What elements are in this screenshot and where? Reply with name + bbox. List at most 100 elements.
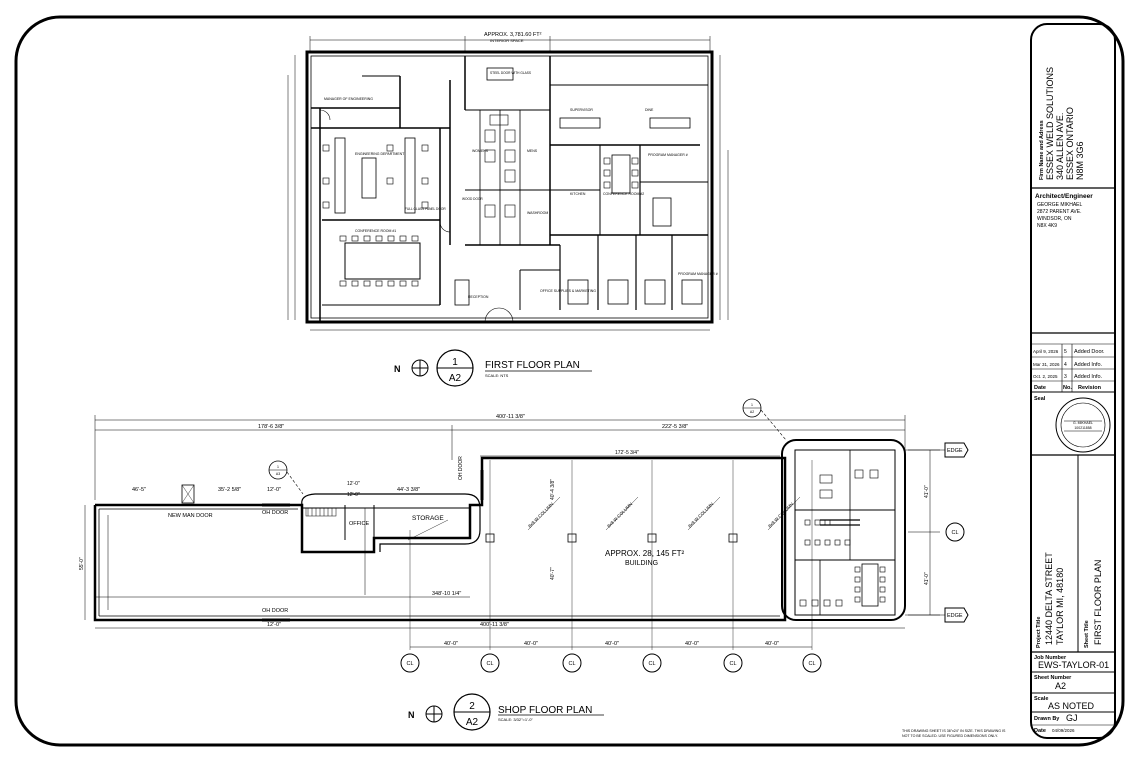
room-supervisor: SUPERVISOR	[570, 108, 593, 112]
tb-rev-no-1: 5	[1064, 349, 1067, 355]
label-cl-3: CL	[568, 661, 575, 667]
label-man-door: NEW MAN DOOR	[168, 513, 213, 519]
door-steel-glass: STEEL DOOR WITH GLASS	[490, 71, 531, 75]
first-floor-area-2: INTERIOR SPACE	[490, 38, 524, 43]
label-oh-door-top: OH DOOR	[262, 510, 288, 516]
dim-35: 35'-2 5/8"	[218, 487, 241, 493]
tb-rev-h-date: Date	[1034, 385, 1046, 391]
first-floor-plan	[287, 36, 729, 331]
shop-bubble-num: 2	[469, 701, 475, 712]
label-edge-top: EDGE	[947, 448, 963, 454]
column-label-4: 8x8 W COLUMN	[767, 501, 794, 528]
tb-rev-text-2: Added Info.	[1074, 362, 1103, 368]
tb-rev-h-no: No.	[1063, 385, 1072, 391]
tb-arch-2: 2872 PARENT AVE.	[1037, 209, 1081, 215]
title-block	[1031, 187, 1115, 726]
shop-north: N	[408, 710, 415, 720]
tb-sheet-title: FIRST FLOOR PLAN	[1093, 560, 1103, 645]
dim-46: 46'-5"	[132, 487, 146, 493]
dim-40-4: 40'-4 3/8"	[550, 479, 556, 500]
tb-arch-4: N8X 4K9	[1037, 223, 1057, 229]
tb-rev-date-1: April 9, 2026	[1033, 349, 1059, 354]
tb-seal-text-1: G. MIKHAEL	[1073, 421, 1093, 425]
label-cl-4: CL	[648, 661, 655, 667]
tb-arch-1: GEORGE MIKHAEL	[1037, 202, 1083, 208]
tb-firm-label: Firm Name and Adress	[1039, 120, 1045, 180]
dim-bay-5: 40'-0"	[765, 641, 779, 647]
column-label-1: 8x8 W COLUMN	[527, 501, 554, 528]
dim-right-v1: 41'-0"	[924, 485, 930, 498]
dim-bay-1: 40'-0"	[444, 641, 458, 647]
label-office: OFFICE	[349, 521, 369, 527]
label-cl-6: CL	[808, 661, 815, 667]
room-conf-1: CONFERENCE ROOM #1	[355, 229, 396, 233]
first-floor-north: N	[394, 364, 401, 374]
tb-rev-text-3: Added Info.	[1074, 374, 1103, 380]
shop-bubble-sheet: A2	[466, 717, 479, 728]
shop-floor-bubble	[425, 693, 604, 731]
room-pm-1: PROGRAM MANAGER #	[648, 153, 688, 157]
shop-title: SHOP FLOOR PLAN	[498, 705, 592, 716]
label-oh-door-v: OH DOOR	[458, 456, 464, 480]
tb-sheet-num: A2	[1055, 681, 1066, 691]
tb-rev-date-3: Oct. 2, 2025	[1033, 374, 1058, 379]
tb-scale-label: Scale	[1034, 696, 1048, 702]
dim-bay-3: 40'-0"	[605, 641, 619, 647]
tb-drawn-value: GJ	[1066, 713, 1078, 723]
label-cl-1: CL	[406, 661, 413, 667]
ref-bubble-b-sheet: A3	[276, 472, 280, 476]
engineer-seal	[1055, 397, 1111, 453]
ref-bubble-a: 1	[751, 403, 753, 407]
label-storage: STORAGE	[412, 515, 444, 522]
label-area-1: APPROX. 28, 145 FT²	[605, 549, 684, 558]
tb-drawn-label: Drawn By	[1034, 716, 1060, 722]
dim-right-top: 222'-5 3/8"	[662, 424, 688, 430]
tb-firm-4: N8M 3G6	[1075, 141, 1085, 180]
dim-12d: 12'-0"	[347, 492, 360, 498]
label-cl-2: CL	[486, 661, 493, 667]
room-kitchen: KITCHEN	[570, 192, 586, 196]
first-floor-area-1: APPROX. 3,781.60 FT²	[484, 32, 542, 38]
dim-left-top: 178'-6 3/8"	[258, 424, 284, 430]
tb-project-1: 12440 DELTA STREET	[1044, 552, 1054, 645]
tb-rev-text-1: Added Door.	[1074, 349, 1105, 355]
tb-sheet-num-label: Sheet Number	[1034, 675, 1072, 681]
room-dine: DINE	[645, 108, 654, 112]
first-floor-title: FIRST FLOOR PLAN	[485, 360, 580, 371]
dim-overall-top: 400'-11 3/8"	[496, 414, 525, 420]
first-floor-bubble	[411, 349, 592, 387]
sheet-note-1: THIS DRAWING SHEET IS 36"x24" IN SIZE. T…	[902, 729, 1006, 733]
dim-40-7: 40'-7"	[550, 567, 556, 580]
dim-44: 44'-3 3/8"	[397, 487, 420, 493]
tb-job-number: EWS-TAYLOR-01	[1038, 660, 1109, 670]
dim-bay-2: 40'-0"	[524, 641, 538, 647]
tb-project-label: Project Title	[1036, 617, 1042, 648]
room-womens: WOMENS	[472, 149, 489, 153]
room-eng-dept: ENGINEERING DEPARTMENT	[355, 152, 405, 156]
label-edge-bottom: EDGE	[947, 613, 963, 619]
tb-job-label: Job Number	[1034, 655, 1067, 661]
column-label-3: 8x8 W COLUMN	[687, 501, 714, 528]
tb-seal-text-2: 100211858	[1074, 426, 1091, 430]
shop-scale: SCALE: 3/32"=1'-0"	[498, 717, 533, 722]
room-washroom: WASHROOM	[527, 211, 548, 215]
door-wood: WOOD DOOR	[462, 197, 483, 201]
dim-12a: 12'-0"	[267, 487, 281, 493]
dim-overall-bottom: 400'-11 3/8"	[480, 622, 509, 628]
label-area-2: BUILDING	[625, 560, 658, 567]
first-floor-scale: SCALE: NTS	[485, 373, 509, 378]
dim-inner-bottom: 348'-10 1/4"	[432, 591, 461, 597]
label-cl-right: CL	[951, 530, 958, 536]
dim-12c: 12'-0"	[347, 481, 360, 487]
tb-sheet-title-label: Sheet Title	[1084, 620, 1090, 648]
tb-project-2: TAYLOR MI, 48180	[1055, 568, 1065, 645]
tb-firm-3: ESSEX ONTARIO	[1065, 107, 1075, 180]
label-cl-5: CL	[729, 661, 736, 667]
room-reception: RECEPTION	[468, 295, 489, 299]
tb-date-value: 04/09/2026	[1052, 728, 1075, 733]
dim-right-v2: 41'-0"	[924, 572, 930, 585]
shop-floor-plan	[84, 398, 969, 673]
tb-rev-no-2: 4	[1064, 362, 1067, 368]
tb-arch-3: WINDSOR, ON	[1037, 216, 1072, 222]
